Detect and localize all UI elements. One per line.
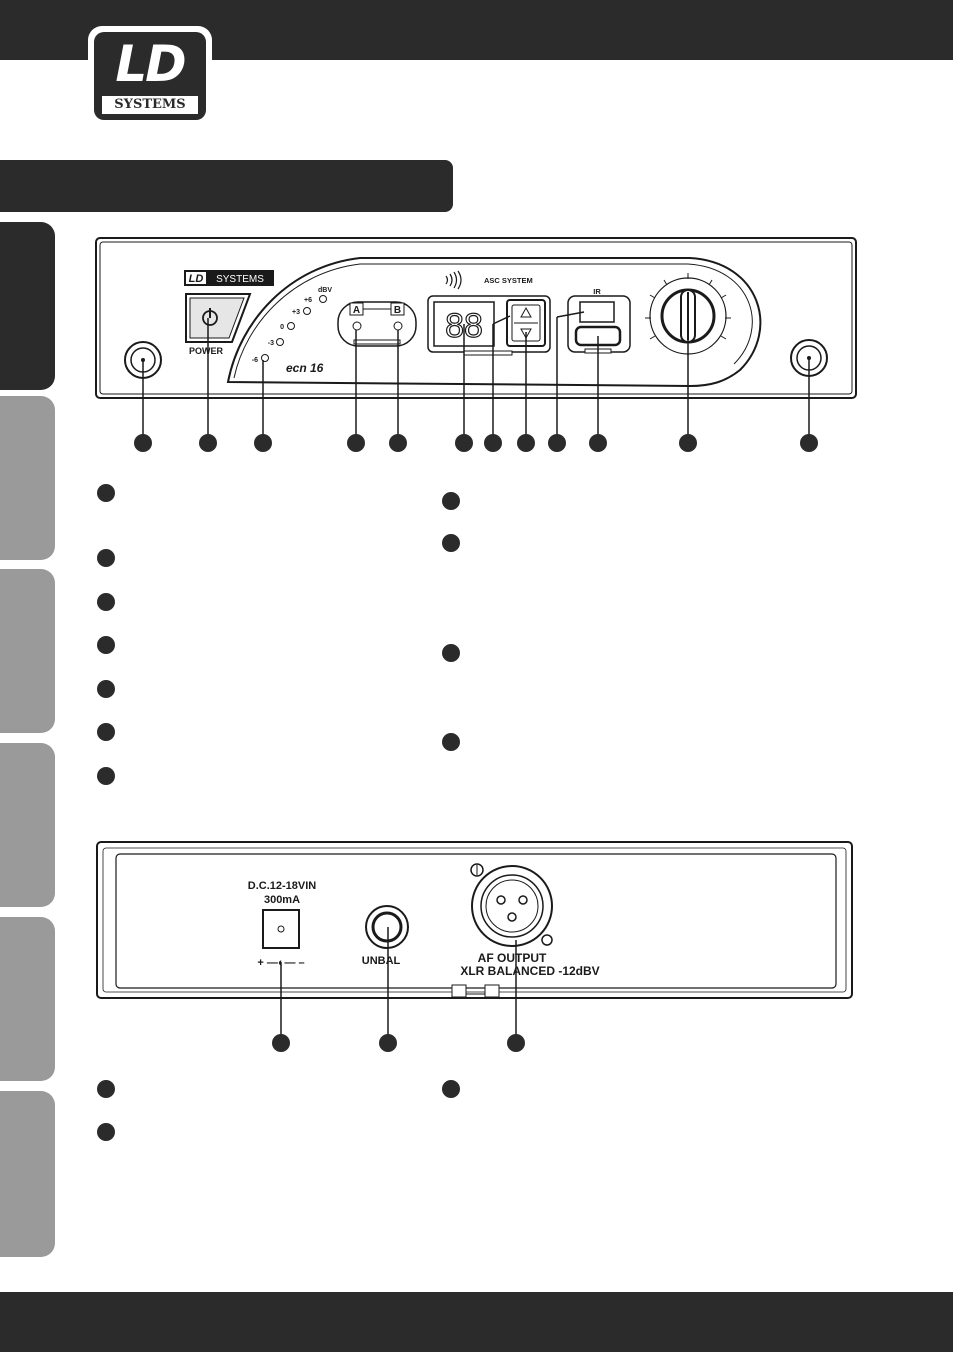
front-panel-diagram: LD SYSTEMS POWER dBV +6 +3 0 -3 -6 ecn 1… xyxy=(95,237,857,452)
af-output-label: AF OUTPUT xyxy=(478,951,547,965)
asc-signal-icon xyxy=(445,270,462,290)
legend-bullet-3 xyxy=(97,593,115,611)
side-tab-4[interactable] xyxy=(0,743,55,907)
ir-window xyxy=(579,301,615,323)
led-a xyxy=(352,321,362,331)
footer-bar xyxy=(0,1292,953,1352)
ld-systems-logo: LD SYSTEMS xyxy=(88,26,212,126)
side-tab-6[interactable] xyxy=(0,1091,55,1257)
level-mark-plus3: +3 xyxy=(292,309,300,316)
dc-power-jack[interactable] xyxy=(262,909,300,949)
logo-systems-text: SYSTEMS xyxy=(102,96,198,114)
rear-panel-diagram: D.C.12-18VIN 300mA + —◐— – UNBAL AF OUTP… xyxy=(96,841,853,1052)
side-tab-3[interactable] xyxy=(0,569,55,733)
level-led-plus3 xyxy=(303,307,311,315)
logo-ld-text: LD xyxy=(115,35,186,93)
legend-bullet-8 xyxy=(442,492,460,510)
panel-brand-systems: SYSTEMS xyxy=(216,274,264,285)
legend-bullet-9 xyxy=(442,534,460,552)
level-mark-minus6: -6 xyxy=(252,357,258,364)
legend-bullet-13 xyxy=(97,1123,115,1141)
legend-bullet-2 xyxy=(97,549,115,567)
legend-bullet-1 xyxy=(97,484,115,502)
level-mark-plus6: +6 xyxy=(304,297,312,304)
rear-callout-dots xyxy=(272,1034,525,1052)
legend-bullet-5 xyxy=(97,680,115,698)
arrow-down-icon xyxy=(520,328,532,340)
front-callout-dots xyxy=(134,434,818,452)
section-title-bar xyxy=(0,160,453,212)
side-tab-5[interactable] xyxy=(0,917,55,1081)
level-mark-0: 0 xyxy=(280,324,284,331)
arrow-up-icon xyxy=(520,306,532,318)
ir-label: IR xyxy=(593,287,601,296)
antenna-diversity-group xyxy=(337,301,417,347)
level-led-plus6 xyxy=(319,295,327,303)
channel-a-label: A xyxy=(353,305,360,316)
dc-input-label: D.C.12-18VIN xyxy=(248,880,317,892)
asc-system-label: ASC SYSTEM xyxy=(484,276,533,285)
xlr-output-connector[interactable] xyxy=(470,863,553,947)
legend-bullet-7 xyxy=(97,767,115,785)
side-tab-2[interactable] xyxy=(0,396,55,560)
series-logo: ecn 16 xyxy=(286,361,324,375)
level-led-0 xyxy=(287,322,295,330)
af-output-spec: XLR BALANCED -12dBV xyxy=(460,964,599,978)
panel-brand-ld: LD xyxy=(189,273,204,285)
panel-brand-plate xyxy=(184,270,274,286)
side-tab-1[interactable] xyxy=(0,222,55,390)
legend-bullet-11 xyxy=(442,733,460,751)
legend-bullet-12 xyxy=(97,1080,115,1098)
unbal-jack[interactable] xyxy=(365,905,409,949)
power-button[interactable] xyxy=(185,293,252,343)
level-led-minus3 xyxy=(276,338,284,346)
power-label: POWER xyxy=(189,346,224,356)
level-mark-minus3: -3 xyxy=(268,340,274,347)
legend-bullet-6 xyxy=(97,723,115,741)
legend-bullet-4 xyxy=(97,636,115,654)
channel-b-label: B xyxy=(394,305,401,316)
level-unit-label: dBV xyxy=(318,287,332,294)
unbal-label: UNBAL xyxy=(362,955,401,967)
led-b xyxy=(393,321,403,331)
dc-current-label: 300mA xyxy=(264,894,300,906)
level-led-minus6 xyxy=(261,354,269,362)
legend-bullet-10 xyxy=(442,644,460,662)
legend-bullet-14 xyxy=(442,1080,460,1098)
